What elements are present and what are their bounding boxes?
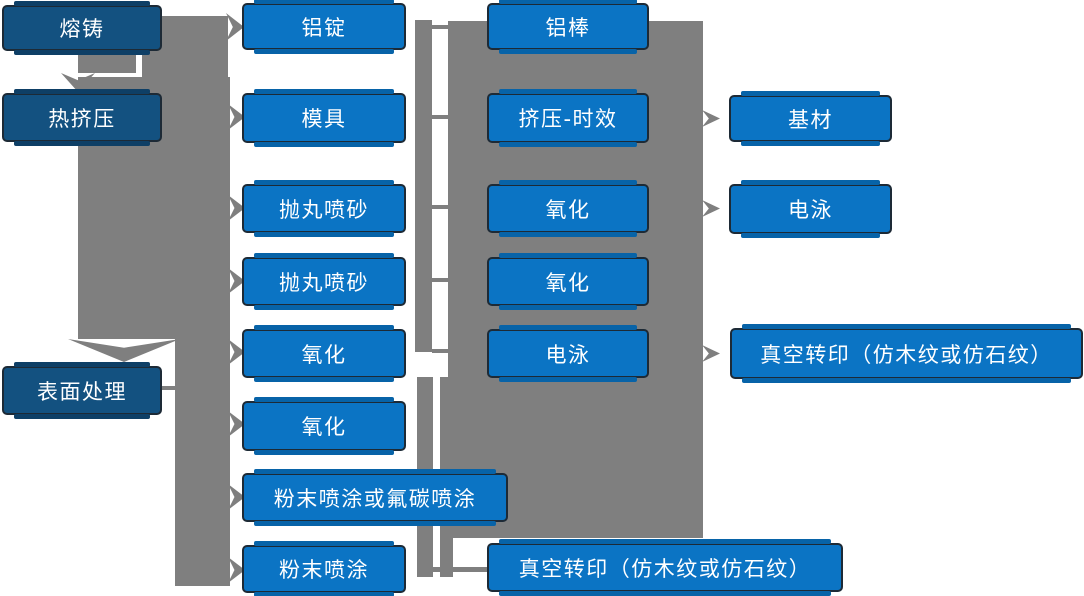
node-aluminum-rod: 铝棒 (487, 0, 649, 54)
node-substrate: 基材 (729, 91, 892, 146)
connector-middle-bar-upper (415, 20, 432, 352)
node-aluminum-ingot: 铝锭 (242, 0, 406, 54)
stage-melting-casting: 熔铸 (2, 1, 162, 55)
arrowhead-to-surface-treatment-icon (68, 339, 180, 362)
connector-bottom-link (432, 567, 487, 572)
node-oxidation-1: 氧化 (242, 325, 406, 382)
node-shot-blasting-1: 抛丸喷砂 (242, 180, 406, 237)
connector-surface-treatment-link (162, 386, 176, 390)
node-oxidation-3: 氧化 (487, 180, 649, 237)
arrowhead-to-substrate-icon (702, 110, 720, 127)
stage-hot-extrusion: 热挤压 (2, 89, 162, 146)
node-electrophoresis-1: 电泳 (487, 325, 649, 382)
node-vacuum-transfer-2: 真空转印（仿木纹或仿石纹） (730, 324, 1083, 383)
node-extrusion-aging: 挤压-时效 (487, 89, 649, 147)
connector-row1-link (432, 25, 448, 29)
connector-row3-link (432, 205, 448, 209)
node-vacuum-transfer-1: 真空转印（仿木纹或仿石纹） (487, 539, 843, 596)
node-oxidation-4: 氧化 (487, 253, 649, 310)
arrowhead-to-vacuum-transfer-icon (702, 345, 720, 362)
node-mold: 模具 (242, 89, 406, 147)
node-electrophoresis-2: 电泳 (729, 180, 892, 238)
node-oxidation-2: 氧化 (242, 397, 406, 455)
connector-row2-link (432, 115, 448, 119)
connector-stub-below-melting (78, 50, 136, 73)
stage-surface-treatment: 表面处理 (2, 362, 162, 419)
arrowhead-to-electrophoresis-icon (702, 200, 720, 217)
connector-row5-link (432, 349, 448, 353)
node-shot-blasting-2: 抛丸喷砂 (242, 253, 406, 310)
node-powder-coating: 粉末喷涂 (242, 541, 406, 596)
node-powder-or-fluorocarbon-coating: 粉末喷涂或氟碳喷涂 (242, 469, 508, 526)
connector-lower-band (175, 339, 230, 586)
connector-row4-link (432, 278, 448, 282)
